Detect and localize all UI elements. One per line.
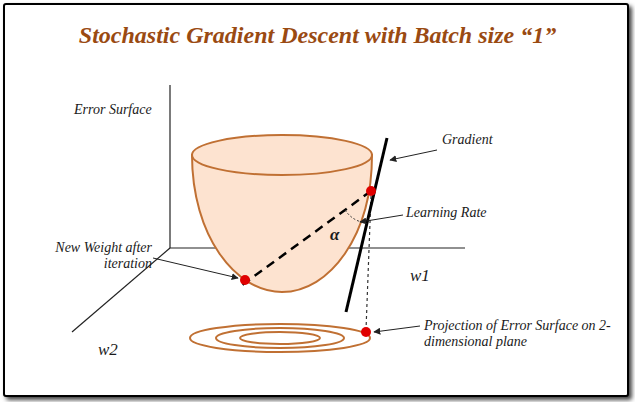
axis-label: w2 (98, 340, 118, 360)
angle-symbol: α (330, 225, 339, 245)
callout-label: New Weight after iteration (38, 240, 152, 272)
axis-label: Error Surface (74, 102, 152, 118)
callout-label: Gradient (442, 132, 493, 148)
callout-label: Projection of Error Surface on 2-dimensi… (424, 318, 624, 350)
diagram-title: Stochastic Gradient Descent with Batch s… (0, 22, 635, 50)
axis-label: w1 (410, 266, 430, 286)
callout-label: Learning Rate (406, 205, 487, 221)
